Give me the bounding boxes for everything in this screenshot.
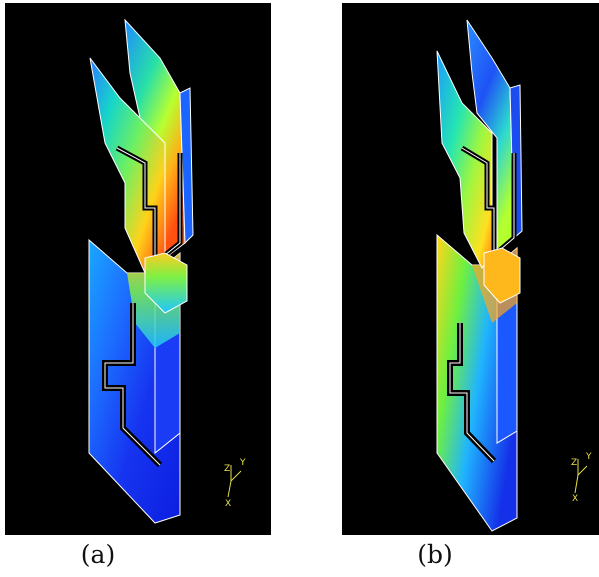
contour-plot-a: Y Z X	[88, 18, 246, 524]
axis-y-label: Y	[585, 452, 592, 462]
axis-z-label: Z	[571, 458, 577, 468]
caption-b: (b)	[417, 540, 453, 569]
simulation-panel-a: Y Z X	[5, 3, 271, 535]
upper-left-blade	[436, 50, 493, 269]
caption-a: (a)	[80, 540, 116, 569]
axis-triad: Y Z X	[224, 458, 246, 509]
contour-plot-b: Y Z X	[436, 19, 592, 532]
axis-z-label: Z	[224, 464, 230, 474]
upper-right-side	[179, 87, 194, 245]
axis-x-label: X	[572, 494, 578, 504]
axis-x-label: X	[225, 499, 231, 509]
joint-region	[483, 247, 521, 304]
axis-y-label: Y	[239, 458, 246, 468]
joint-region	[144, 252, 188, 314]
axis-triad: Y Z X	[571, 452, 592, 504]
simulation-panel-b: Y Z X	[342, 3, 599, 535]
